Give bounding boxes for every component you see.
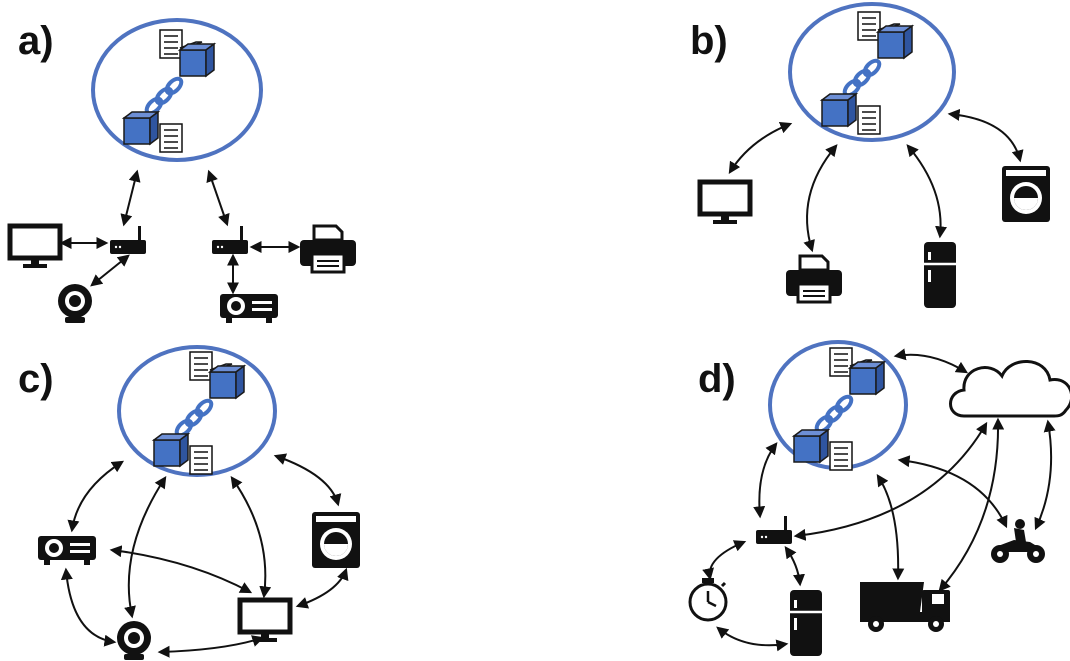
router-icon [212, 226, 248, 254]
panel-c: c) [18, 345, 360, 660]
link-arrow [120, 169, 141, 227]
link-arrow [206, 169, 230, 227]
router-icon [110, 226, 146, 254]
router-icon [756, 516, 792, 544]
panel-label-a: a) [18, 19, 54, 63]
webcam-icon [117, 621, 151, 660]
blockchain-icon [91, 18, 263, 162]
panel-d: d) [688, 340, 1070, 658]
blockchain-icon [788, 2, 956, 142]
blockchain-icon [117, 345, 277, 477]
projector-icon [38, 536, 96, 565]
printer-icon [784, 254, 844, 304]
refrigerator-icon [922, 240, 958, 310]
printer-icon [298, 224, 358, 274]
monitor-icon [700, 182, 750, 224]
stopwatch-icon [688, 576, 728, 622]
dump-truck-icon [860, 582, 950, 632]
monitor-icon [10, 226, 60, 268]
refrigerator-icon [788, 588, 824, 658]
panel-a: a) [10, 18, 358, 323]
panel-b: b) [690, 2, 1050, 310]
projector-icon [220, 294, 278, 323]
washing-machine-icon [1002, 166, 1050, 222]
blockchain-icon [768, 340, 908, 472]
cloud-icon [949, 359, 1070, 418]
panel-label-d: d) [698, 357, 736, 401]
monitor-icon [240, 600, 290, 642]
panel-label-c: c) [18, 357, 54, 401]
webcam-icon [58, 284, 92, 323]
washing-machine-icon [312, 512, 360, 568]
panel-label-b: b) [690, 19, 728, 63]
